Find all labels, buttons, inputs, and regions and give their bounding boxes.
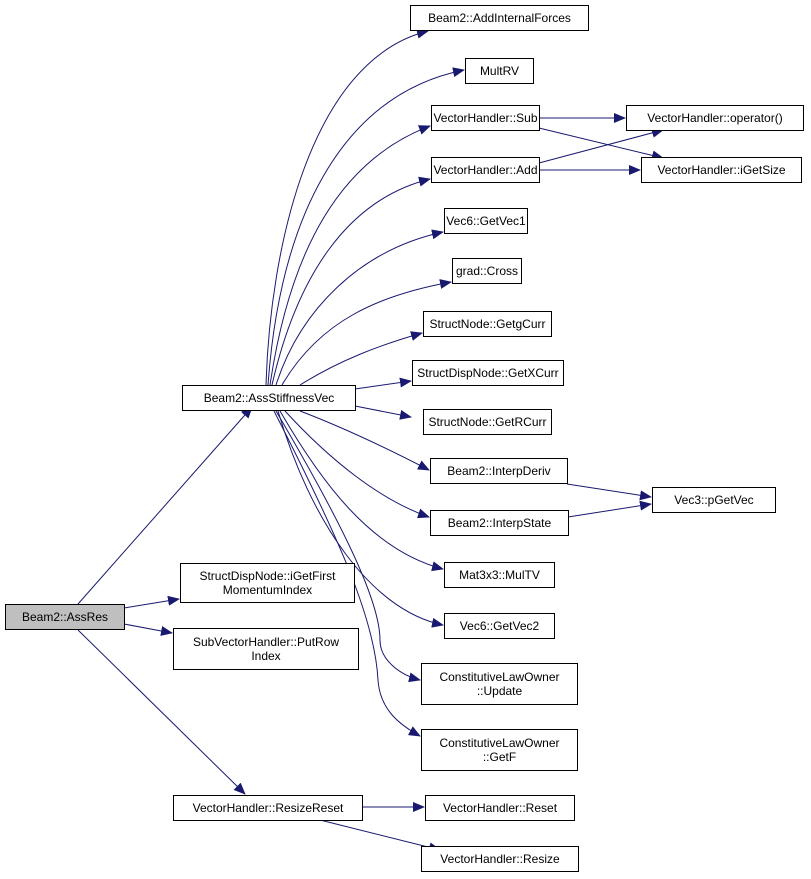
node-constitutivelawowner-getf[interactable]: ConstitutiveLawOwner ::GetF — [421, 729, 578, 771]
edge-assstiff-clupdate — [275, 410, 421, 683]
node-label: MultRV — [479, 64, 520, 78]
edge-assres-sdnfirst — [123, 595, 180, 609]
edge-assstiff-clgetf — [273, 410, 421, 737]
node-constitutivelawowner-update[interactable]: ConstitutiveLawOwner ::Update — [421, 663, 578, 705]
node-beam2-assstiffnessvec[interactable]: Beam2::AssStiffnessVec — [182, 385, 356, 411]
node-vectorhandler-add[interactable]: VectorHandler::Add — [431, 157, 540, 183]
edge-assstiff-multrv — [267, 67, 465, 386]
node-label: Beam2::InterpState — [447, 516, 552, 530]
node-vectorhandler-resizereset[interactable]: VectorHandler::ResizeReset — [173, 795, 363, 821]
node-beam2-addinternalforces[interactable]: Beam2::AddInternalForces — [410, 5, 589, 31]
node-subvectorhandler-putrowindex[interactable]: SubVectorHandler::PutRow Index — [173, 628, 359, 670]
node-label: Beam2::AssRes — [21, 610, 109, 624]
node-label: VectorHandler::operator() — [647, 111, 783, 125]
node-label: VectorHandler::ResizeReset — [192, 801, 344, 815]
node-vectorhandler-resize[interactable]: VectorHandler::Resize — [421, 846, 579, 872]
node-label: VectorHandler::Sub — [433, 111, 538, 125]
edge-assstiff-addint — [265, 28, 429, 386]
edge-interpstate-vec3p — [567, 500, 652, 518]
node-vectorhandler-reset[interactable]: VectorHandler::Reset — [425, 795, 575, 821]
edge-assstiff-vhsub — [269, 125, 431, 386]
node-grad-cross[interactable]: grad::Cross — [452, 258, 522, 284]
edge-assstiff-gradcross — [281, 279, 452, 386]
edge-assres-subput — [123, 623, 173, 636]
edge-assstiff-vec6v1 — [275, 229, 444, 386]
node-label: Beam2::InterpDeriv — [447, 464, 551, 478]
node-vec6-getvec2[interactable]: Vec6::GetVec2 — [444, 613, 555, 639]
node-label: StructNode::GetgCurr — [429, 317, 546, 331]
node-vec3-pgetvec[interactable]: Vec3::pGetVec — [652, 487, 776, 513]
edge-vhadd-vhop — [538, 127, 664, 164]
node-structnode-getgcurr[interactable]: StructNode::GetgCurr — [423, 311, 552, 337]
node-label: Vec3::pGetVec — [674, 493, 754, 507]
node-structnode-getrcurr[interactable]: StructNode::GetRCurr — [423, 409, 552, 435]
node-vec6-getvec1[interactable]: Vec6::GetVec1 — [444, 208, 528, 234]
node-label: SubVectorHandler::PutRow Index — [192, 635, 340, 663]
node-label: VectorHandler::iGetSize — [657, 163, 786, 177]
node-label: Mat3x3::MulTV — [459, 568, 540, 582]
edge-assstiff-sdnx — [354, 377, 412, 390]
node-label: grad::Cross — [455, 264, 519, 278]
edge-assstiff-snr — [354, 405, 412, 420]
node-label: Vec6::GetVec2 — [459, 619, 540, 633]
node-multrv[interactable]: MultRV — [465, 58, 534, 84]
node-label: Beam2::AssStiffnessVec — [203, 391, 335, 405]
edge-assres-vhrr — [77, 629, 246, 795]
node-beam2-interpderiv[interactable]: Beam2::InterpDeriv — [430, 458, 568, 484]
edge-vhsub-vhgetsize — [538, 127, 664, 161]
edge-assstiff-vec6v2 — [277, 410, 444, 628]
node-label: StructDispNode::iGetFirst MomentumIndex — [199, 569, 336, 597]
node-label: ConstitutiveLawOwner ::Update — [439, 670, 560, 698]
edge-assres-assstiff — [77, 406, 253, 605]
edge-assstiff-vhadd — [271, 176, 431, 386]
node-structdispnode-getxcurr[interactable]: StructDispNode::GetXCurr — [412, 360, 564, 386]
node-vectorhandler-igetsize[interactable]: VectorHandler::iGetSize — [641, 157, 802, 183]
edge-vhrr-vhresize — [319, 819, 441, 853]
node-label: StructNode::GetRCurr — [428, 415, 547, 429]
edge-assstiff-interpderiv — [299, 410, 430, 471]
node-label: VectorHandler::Reset — [442, 801, 558, 815]
node-label: VectorHandler::Add — [433, 163, 538, 177]
node-beam2-assres[interactable]: Beam2::AssRes — [5, 604, 125, 630]
edge-assstiff-interpstate — [284, 410, 430, 519]
node-label: VectorHandler::Resize — [440, 852, 560, 866]
node-label: Vec6::GetVec1 — [446, 214, 526, 228]
node-label: StructDispNode::GetXCurr — [417, 366, 559, 380]
node-beam2-interpstate[interactable]: Beam2::InterpState — [430, 510, 569, 536]
edge-assstiff-mat3x3 — [279, 410, 444, 572]
node-vectorhandler-sub[interactable]: VectorHandler::Sub — [431, 105, 540, 131]
node-label: ConstitutiveLawOwner ::GetF — [439, 736, 560, 764]
edge-assstiff-sngetg — [299, 331, 423, 386]
node-label: Beam2::AddInternalForces — [428, 11, 571, 25]
node-mat3x3-multv[interactable]: Mat3x3::MulTV — [444, 562, 555, 588]
node-structdispnode-igetfirstmomentumindex[interactable]: StructDispNode::iGetFirst MomentumIndex — [180, 563, 355, 603]
edge-interpderiv-vec3p — [566, 483, 652, 501]
node-vectorhandler-operator[interactable]: VectorHandler::operator() — [626, 105, 804, 131]
